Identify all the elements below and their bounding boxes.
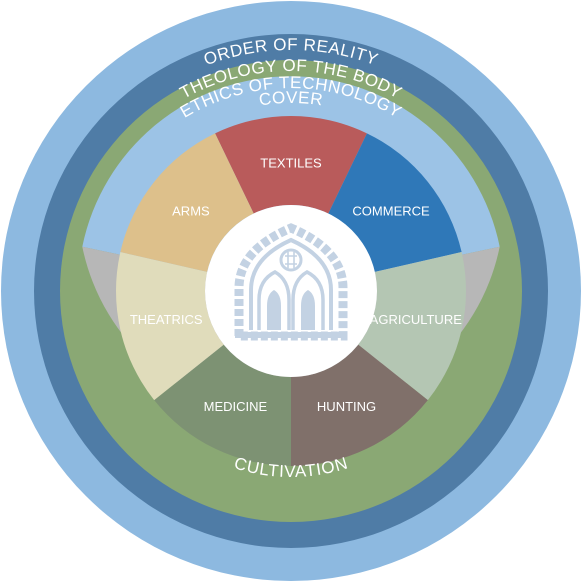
segment-hunting xyxy=(291,344,428,466)
segment-label-agriculture: AGRICULTURE xyxy=(370,312,463,327)
segment-group: TEXTILES COMMERCE AGRICULTURE HUNTING MEDICI… xyxy=(116,115,467,466)
segment-medicine xyxy=(154,344,291,466)
segment-label-hunting: HUNTING xyxy=(317,399,376,414)
segment-commerce xyxy=(328,133,462,272)
segment-arms xyxy=(120,133,254,272)
segment-label-arms: ARMS xyxy=(172,204,210,219)
segment-label-textiles: TEXTILES xyxy=(260,156,322,171)
segment-theatrics xyxy=(116,252,224,401)
segment-textiles xyxy=(215,115,367,214)
label-cover: COVER xyxy=(258,88,325,110)
segment-label-medicine: MEDICINE xyxy=(204,399,268,414)
segment-agriculture xyxy=(358,252,467,401)
segment-label-commerce: COMMERCE xyxy=(352,204,430,219)
segment-label-theatrics: THEATRICS xyxy=(130,312,203,327)
gothic-window-icon xyxy=(234,223,348,341)
